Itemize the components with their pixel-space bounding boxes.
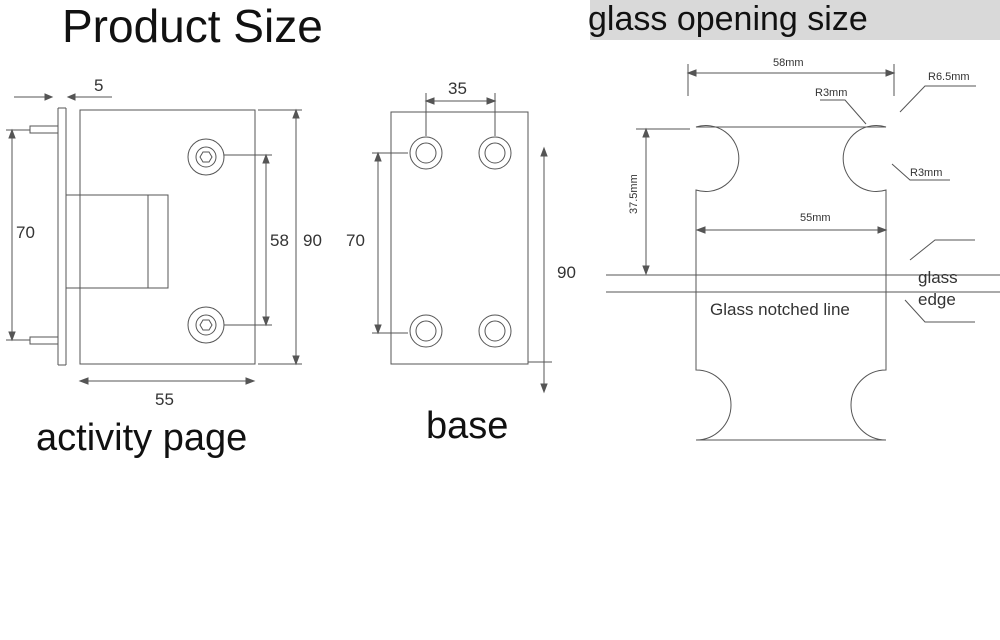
label-glass-edge-2: edge (918, 290, 956, 309)
label-base-35: 35 (448, 79, 467, 98)
base-hole-top-left-outer (409, 136, 443, 170)
activity-page-caption: activity page (36, 417, 248, 459)
label-activity-90: 90 (303, 231, 322, 250)
activity-page-view (6, 93, 302, 385)
hinge-barrel (79, 194, 169, 289)
title-background-bar (590, 0, 1000, 40)
pin-bottom (29, 336, 59, 345)
leader-glass-edge-lower (904, 299, 975, 323)
label-37-5mm: 37.5mm (628, 174, 640, 214)
label-glass-edge-1: glass (918, 268, 958, 287)
base-view (372, 93, 552, 394)
base-caption: base (426, 405, 509, 447)
hinge-knuckle (65, 194, 81, 289)
glass-opening-outline (695, 125, 887, 441)
base-hole-bottom-right (484, 320, 506, 342)
screw-top-outer (187, 138, 225, 176)
screw-top-head (195, 146, 217, 168)
label-55mm: 55mm (800, 212, 831, 224)
label-r3mm-side: R3mm (910, 167, 942, 179)
label-glass-notched-line: Glass notched line (710, 300, 850, 319)
hex-socket-top-icon (199, 151, 213, 163)
label-base-70: 70 (346, 231, 365, 250)
base-hole-top-right-outer (478, 136, 512, 170)
base-hole-bottom-left-outer (409, 314, 443, 348)
base-hole-bottom-right-outer (478, 314, 512, 348)
leader-glass-edge-upper (909, 239, 975, 261)
glass-opening-view (606, 64, 1000, 441)
base-plate (390, 111, 529, 365)
base-hole-top-right (484, 142, 506, 164)
base-hole-bottom-left (415, 320, 437, 342)
label-base-90: 90 (557, 263, 576, 282)
leader-r6-5mm (899, 85, 976, 113)
label-r6-5mm: R6.5mm (928, 71, 970, 83)
label-offset-5: 5 (94, 76, 103, 95)
screw-bottom-outer (187, 306, 225, 344)
label-activity-70: 70 (16, 223, 35, 242)
hex-socket-bottom-icon (199, 319, 213, 331)
glass-opening-size-title: glass opening size (588, 0, 868, 38)
product-size-title: Product Size (62, 0, 323, 52)
pin-top (29, 125, 59, 134)
base-hole-top-left (415, 142, 437, 164)
leader-r3mm-top (820, 99, 867, 125)
screw-bottom-head (195, 314, 217, 336)
label-activity-58: 58 (270, 231, 289, 250)
label-r3mm-top: R3mm (815, 87, 847, 99)
label-58mm: 58mm (773, 57, 804, 69)
leader-r3mm-side (891, 163, 950, 181)
label-activity-55: 55 (155, 390, 174, 409)
